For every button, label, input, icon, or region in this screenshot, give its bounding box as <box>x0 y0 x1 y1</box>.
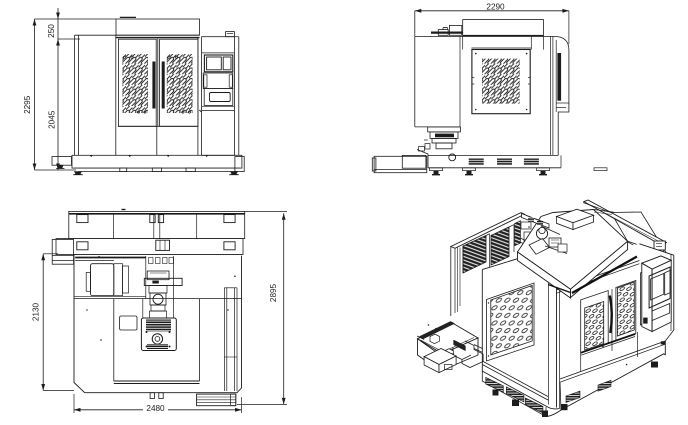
svg-text:2480: 2480 <box>146 404 165 413</box>
svg-text:2130: 2130 <box>32 302 41 321</box>
svg-text:250: 250 <box>47 24 56 38</box>
svg-text:2895: 2895 <box>269 283 278 302</box>
svg-text:2295: 2295 <box>23 95 32 114</box>
svg-text:2290: 2290 <box>486 3 505 12</box>
svg-text:2045: 2045 <box>48 110 57 129</box>
